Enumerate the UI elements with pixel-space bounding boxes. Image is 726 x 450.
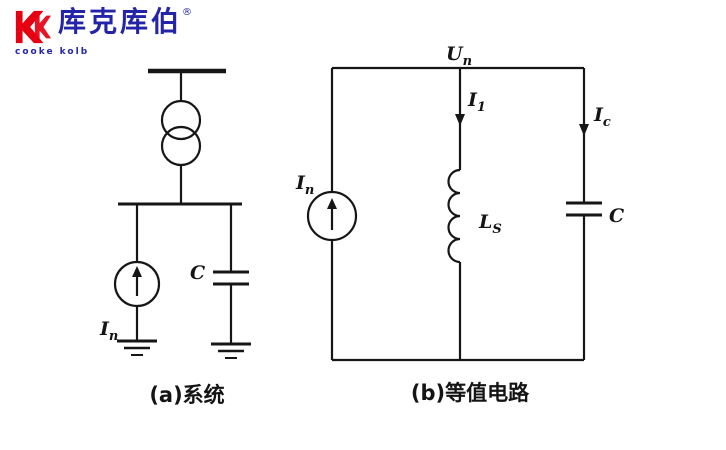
label-source-current-a: In [99,318,118,344]
logo-brand-text: 库克库伯 [58,5,183,38]
inductor-coil-icon [447,168,461,264]
label-capacitor-b: C [609,205,624,227]
circuit-b-labels: Un I1 Ic In LS C (b)等值电路 [295,43,624,405]
label-capacitor-current-b: Ic [593,104,611,130]
label-voltage-b: Un [446,43,472,69]
wires-a [118,68,242,344]
capacitor-icon-b [566,201,602,217]
arrow-up-icon [132,266,142,277]
label-capacitor-a: C [190,262,205,284]
circuit-a-labels: In C (a)系统 [99,262,225,407]
wires-b [330,66,586,362]
label-inductor-current-b: I1 [467,89,486,115]
logo-subtitle: cooke kolb [15,47,90,57]
arrow-down-icon [455,114,465,126]
transformer-icon [160,99,202,167]
arrow-down-icon [579,124,589,136]
current-source-icon-a [113,260,161,308]
ground-icon-a-right [211,342,251,359]
logo-brand-wrap: 库克库伯® [58,8,192,36]
caption-circuit-b: (b)等值电路 [411,381,530,405]
label-inductor-b: LS [478,211,502,237]
ground-icon-a-left [117,339,157,356]
circuit-a [113,68,251,359]
logo-k-small [34,15,52,39]
logo: 库克库伯® cooke kolb [14,8,192,58]
caption-circuit-a: (a)系统 [149,383,224,407]
logo-row: 库克库伯® [14,8,192,46]
capacitor-icon-a [213,270,249,286]
current-arrow-ic [579,124,589,136]
current-arrow-i1 [455,114,465,126]
label-source-current-b: In [295,172,314,198]
logo-icon [15,10,52,44]
current-source-icon-b [306,190,358,242]
registered-mark: ® [182,7,193,18]
circuit-b [306,66,602,362]
arrow-up-icon [327,198,337,209]
